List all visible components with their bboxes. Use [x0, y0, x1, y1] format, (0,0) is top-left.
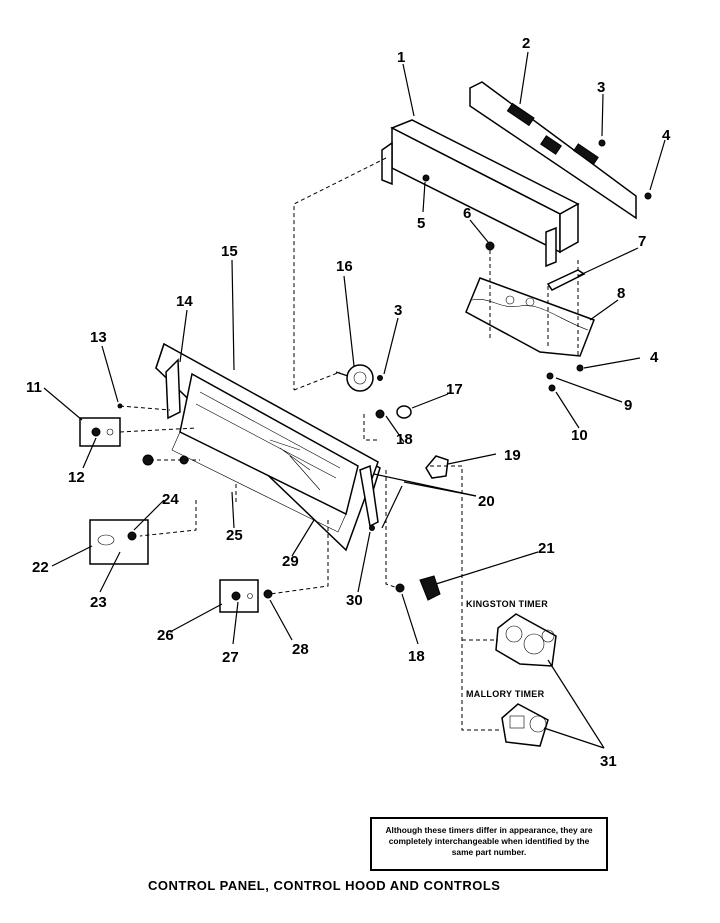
callout-1: 1 [397, 49, 405, 66]
callout-26: 26 [157, 627, 174, 644]
washer [263, 589, 273, 599]
callout-7: 7 [638, 233, 646, 250]
mounting-bracket [465, 277, 595, 357]
switch-plate [79, 417, 121, 447]
knob [419, 575, 441, 601]
callout-9: 9 [624, 397, 632, 414]
callout-21: 21 [538, 540, 555, 557]
screw [644, 192, 652, 200]
callout-3: 3 [597, 79, 605, 96]
callout-12: 12 [68, 469, 85, 486]
screw [485, 241, 495, 251]
knob [375, 405, 412, 419]
callout-25: 25 [226, 527, 243, 544]
callout-15: 15 [221, 243, 238, 260]
callout-4: 4 [650, 349, 659, 366]
callout-22: 22 [32, 559, 49, 576]
callout-8: 8 [617, 285, 625, 302]
callout-27: 27 [222, 649, 239, 666]
hinge-clip [546, 269, 586, 291]
control-hood [381, 119, 580, 268]
callout-6: 6 [463, 205, 471, 222]
callout-2: 2 [522, 35, 530, 52]
kingston-timer [495, 613, 557, 667]
nut [546, 372, 554, 380]
callout-17: 17 [446, 381, 463, 398]
callout-24: 24 [162, 491, 179, 508]
screw [576, 364, 584, 372]
callout-19: 19 [504, 447, 521, 464]
trim-strip [359, 464, 379, 528]
kingston-timer-label: KINGSTON TIMER [466, 599, 548, 609]
washer [395, 583, 405, 593]
callout-4: 4 [662, 127, 671, 144]
callout-28: 28 [292, 641, 309, 658]
callout-3: 3 [394, 302, 402, 319]
callout-13: 13 [90, 329, 107, 346]
mallory-timer [501, 703, 549, 747]
knob [425, 455, 449, 479]
callout-14: 14 [176, 293, 193, 310]
callout-11: 11 [26, 379, 42, 396]
callout-10: 10 [571, 427, 588, 444]
callout-labels: 1 2 3 4 5 6 7 8 4 9 10 15 16 3 14 13 11 … [26, 35, 671, 770]
assembly-lines [119, 157, 579, 731]
callout-16: 16 [336, 258, 353, 275]
callout-18: 18 [396, 431, 413, 448]
switch-plate [89, 519, 149, 565]
control-panel [155, 342, 381, 552]
callout-29: 29 [282, 553, 299, 570]
callout-30: 30 [346, 592, 363, 609]
interchangeability-note: Although these timers differ in appearan… [370, 817, 608, 871]
callout-31: 31 [600, 753, 617, 770]
screw [548, 384, 556, 392]
switch-plate [219, 579, 259, 613]
callout-18: 18 [408, 648, 425, 665]
timer-dial [335, 364, 383, 392]
screw [422, 174, 430, 182]
diagram-title: CONTROL PANEL, CONTROL HOOD AND CONTROLS [148, 878, 501, 893]
screw [598, 139, 606, 147]
callout-23: 23 [90, 594, 107, 611]
trim-strip [381, 485, 403, 529]
leader-lines [43, 51, 666, 749]
back-panel [469, 81, 637, 220]
mallory-timer-label: MALLORY TIMER [466, 689, 545, 699]
callout-5: 5 [417, 215, 425, 232]
screw [369, 525, 375, 531]
callout-20: 20 [478, 493, 495, 510]
